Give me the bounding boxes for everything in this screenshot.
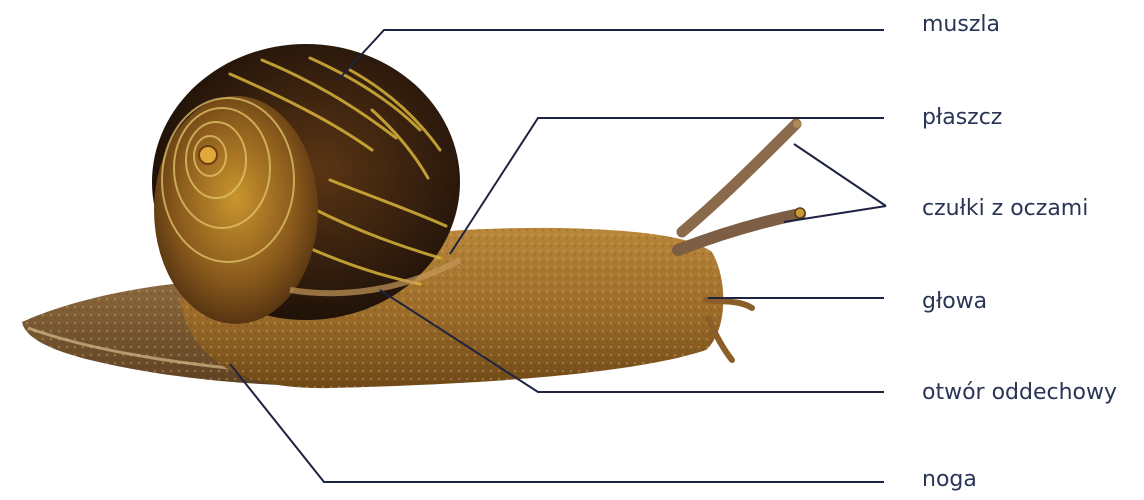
label-mantle: płaszcz bbox=[922, 105, 1002, 131]
leader-line-shell bbox=[338, 30, 884, 80]
label-head: głowa bbox=[922, 289, 987, 315]
label-breathing-pore: otwór oddechowy bbox=[922, 380, 1117, 406]
leader-line-tentacles bbox=[794, 144, 886, 206]
label-shell: muszla bbox=[922, 12, 1000, 38]
label-tentacles-with-eyes: czułki z oczami bbox=[922, 196, 1088, 222]
label-foot: noga bbox=[922, 467, 977, 493]
